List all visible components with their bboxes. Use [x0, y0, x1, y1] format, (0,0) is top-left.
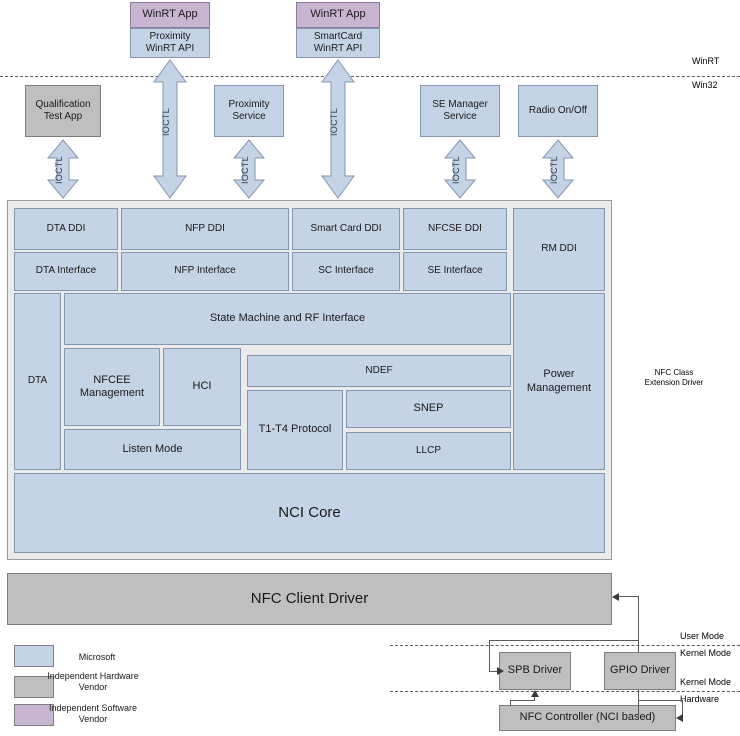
gpio-to-client-driver-arrowhead — [612, 593, 619, 601]
controller-to-spb-arrowhead — [531, 690, 539, 697]
controller-spb-seg3 — [534, 697, 535, 701]
boundary-label-user-mode: User Mode — [680, 631, 725, 641]
nfc-class-extension-driver-label: NFC Class Extension Driver — [644, 368, 704, 387]
controller-right-line-vertical — [682, 700, 683, 718]
ioctl-arrow-proximity-service — [232, 139, 266, 199]
t1-t4-protocol-box: T1-T4 Protocol — [247, 390, 343, 470]
nci-core-box: NCI Core — [14, 473, 605, 553]
rm-ddi-box: RM DDI — [513, 208, 605, 291]
ioctl-arrow-smartcard-long — [321, 59, 355, 199]
state-machine-rf-interface-box: State Machine and RF Interface — [64, 293, 511, 345]
ioctl-label-radio: IOCTL — [549, 156, 559, 185]
winrt-app-smartcard-box: WinRT App — [296, 2, 380, 28]
proximity-service-box: Proximity Service — [214, 85, 284, 137]
hci-box: HCI — [163, 348, 241, 426]
ioctl-label-smartcard-long: IOCTL — [329, 108, 339, 137]
dta-ddi-box: DTA DDI — [14, 208, 118, 250]
winrt-app-proximity-box: WinRT App — [130, 2, 210, 28]
boundary-label-winrt: WinRT — [692, 56, 720, 66]
power-management-box: Power Management — [513, 293, 605, 470]
gpio-driver-box: GPIO Driver — [604, 652, 676, 690]
legend-swatch-microsoft — [14, 645, 54, 667]
user-kernel-boundary-line — [390, 645, 740, 646]
sc-interface-box: SC Interface — [292, 252, 400, 291]
qualification-test-app-box: Qualification Test App — [25, 85, 101, 137]
boundary-label-hardware: Hardware — [680, 694, 720, 704]
llcp-box: LLCP — [346, 432, 511, 470]
kernel-hardware-boundary-line — [390, 691, 740, 692]
spb-branch-line-stub — [489, 671, 498, 672]
se-manager-service-box: SE Manager Service — [420, 85, 500, 137]
winrt-win32-boundary-line — [0, 76, 740, 77]
boundary-label-kernel-mode-1: Kernel Mode — [680, 648, 732, 658]
spb-driver-arrowhead — [497, 667, 504, 675]
gpio-to-controller-arrowhead — [676, 714, 683, 722]
ioctl-label-proximity-long: IOCTL — [161, 108, 171, 137]
listen-mode-box: Listen Mode — [64, 429, 241, 470]
ioctl-arrow-proximity-long — [153, 59, 187, 199]
se-interface-box: SE Interface — [403, 252, 507, 291]
controller-right-line-horizontal — [638, 700, 683, 701]
ioctl-label-proximity-service: IOCTL — [240, 156, 250, 185]
spb-branch-line-horizontal — [489, 640, 639, 641]
nfcse-ddi-box: NFCSE DDI — [403, 208, 507, 250]
ioctl-label-qualification: IOCTL — [54, 156, 64, 185]
ioctl-label-se-manager: IOCTL — [451, 156, 461, 185]
legend-label-isv: Independent Software Vendor — [48, 703, 138, 725]
controller-spb-seg2 — [510, 700, 535, 701]
gpio-to-client-driver-line-horizontal — [613, 596, 639, 597]
proximity-winrt-api-box: Proximity WinRT API — [130, 28, 210, 58]
ioctl-arrow-se-manager — [443, 139, 477, 199]
boundary-label-kernel-mode-2: Kernel Mode — [680, 677, 732, 687]
legend-swatch-isv — [14, 704, 54, 726]
ndef-box: NDEF — [247, 355, 511, 387]
legend-swatch-ihv — [14, 676, 54, 698]
legend-label-ihv: Independent Hardware Vendor — [47, 671, 139, 693]
gpio-to-client-driver-line-vertical — [638, 596, 639, 652]
dta-interface-box: DTA Interface — [14, 252, 118, 291]
nfc-controller-box: NFC Controller (NCI based) — [499, 705, 676, 731]
nfp-interface-box: NFP Interface — [121, 252, 289, 291]
dta-core-box: DTA — [14, 293, 61, 470]
radio-on-off-box: Radio On/Off — [518, 85, 598, 137]
nfp-ddi-box: NFP DDI — [121, 208, 289, 250]
nfc-client-driver-box: NFC Client Driver — [7, 573, 612, 625]
ioctl-arrow-qualification — [46, 139, 80, 199]
smart-card-ddi-box: Smart Card DDI — [292, 208, 400, 250]
smartcard-winrt-api-box: SmartCard WinRT API — [296, 28, 380, 58]
legend-label-microsoft: Microsoft — [78, 652, 116, 662]
snep-box: SNEP — [346, 390, 511, 428]
ioctl-arrow-radio — [541, 139, 575, 199]
nfcee-management-box: NFCEE Management — [64, 348, 160, 426]
spb-branch-line-vertical — [489, 640, 490, 671]
gpio-to-controller-line-vertical — [638, 690, 639, 718]
boundary-label-win32: Win32 — [692, 80, 718, 90]
controller-spb-seg1 — [510, 700, 511, 706]
spb-driver-box: SPB Driver — [499, 652, 571, 690]
